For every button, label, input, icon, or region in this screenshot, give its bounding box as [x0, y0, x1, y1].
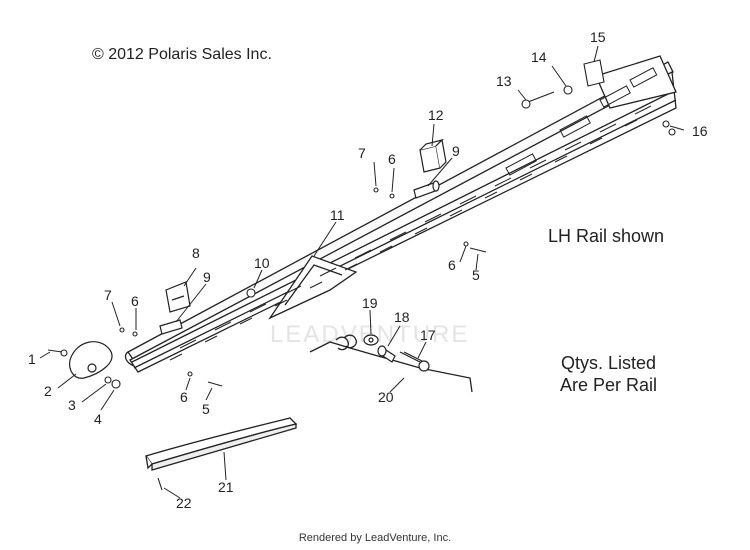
bracket-15[interactable]	[583, 59, 605, 87]
callout-17: 17	[420, 327, 436, 343]
quantity-note: Qtys. Listed Are Per Rail	[560, 352, 657, 396]
bushing-9-lower[interactable]	[159, 319, 183, 335]
callout-9-upper: 9	[452, 143, 460, 159]
bolt-16-a[interactable]	[662, 120, 670, 128]
rail-side-note: LH Rail shown	[548, 226, 665, 246]
nut-10[interactable]	[246, 288, 256, 298]
callout-22: 22	[176, 495, 192, 511]
callout-4: 4	[94, 411, 102, 427]
callout-12: 12	[428, 107, 444, 123]
end-cap-2[interactable]	[69, 341, 113, 379]
callout-7-lower: 7	[104, 287, 112, 303]
bolt-1[interactable]	[47, 349, 63, 353]
hardware	[47, 59, 676, 491]
callout-1: 1	[28, 351, 36, 367]
bolt-17[interactable]	[399, 351, 430, 372]
callout-11: 11	[330, 207, 345, 223]
bumper-12[interactable]	[419, 138, 447, 173]
copyright-text: © 2012 Polaris Sales Inc.	[92, 46, 272, 63]
washer-6-lower[interactable]	[187, 371, 193, 377]
callout-5-right: 5	[472, 267, 480, 283]
washer-19[interactable]	[363, 334, 379, 346]
bolt-16-b[interactable]	[668, 128, 676, 136]
callout-7-upper: 7	[358, 145, 366, 161]
callout-2: 2	[44, 383, 52, 399]
callout-6-upper: 6	[388, 151, 396, 167]
callout-8: 8	[192, 245, 200, 261]
callout-18: 18	[394, 309, 410, 325]
callout-6-right: 6	[448, 257, 456, 273]
quantity-note-line-2: Are Per Rail	[560, 375, 658, 395]
bolt-13[interactable]	[527, 91, 555, 103]
callout-15: 15	[590, 29, 606, 45]
rail[interactable]	[124, 55, 677, 373]
callout-13: 13	[496, 73, 512, 89]
nut-7-upper[interactable]	[373, 187, 379, 193]
callout-10: 10	[254, 255, 270, 271]
callout-21: 21	[218, 479, 234, 495]
washer-6-front[interactable]	[132, 331, 138, 337]
nut-7-lower[interactable]	[119, 327, 125, 333]
callout-20: 20	[378, 389, 394, 405]
leader-lines	[39, 45, 685, 499]
callout-19: 19	[362, 295, 378, 311]
callout-3: 3	[68, 397, 76, 413]
washer-3[interactable]	[104, 376, 112, 384]
callout-5-lower: 5	[202, 401, 210, 417]
bumper-8[interactable]	[165, 281, 191, 313]
wear-strip[interactable]	[144, 417, 298, 471]
callout-6-front: 6	[131, 293, 139, 309]
screw-22[interactable]	[157, 477, 163, 491]
callout-16: 16	[692, 123, 708, 139]
bushing-18[interactable]	[377, 345, 396, 363]
callout-14: 14	[531, 49, 547, 65]
quantity-note-line-1: Qtys. Listed	[560, 353, 657, 373]
nut-14[interactable]	[563, 85, 573, 95]
bolt-5-lower[interactable]	[207, 381, 223, 387]
bolt-5-right[interactable]	[469, 247, 487, 253]
nut-4[interactable]	[111, 379, 121, 389]
callout-6-lower: 6	[180, 389, 188, 405]
washer-6-right[interactable]	[463, 241, 469, 247]
washer-6-upper[interactable]	[389, 193, 395, 199]
bolt-13-head[interactable]	[521, 99, 531, 109]
footer-credit: Rendered by LeadVenture, Inc.	[298, 532, 452, 544]
callout-9-lower: 9	[203, 269, 211, 285]
bolt-1-head[interactable]	[60, 349, 68, 357]
